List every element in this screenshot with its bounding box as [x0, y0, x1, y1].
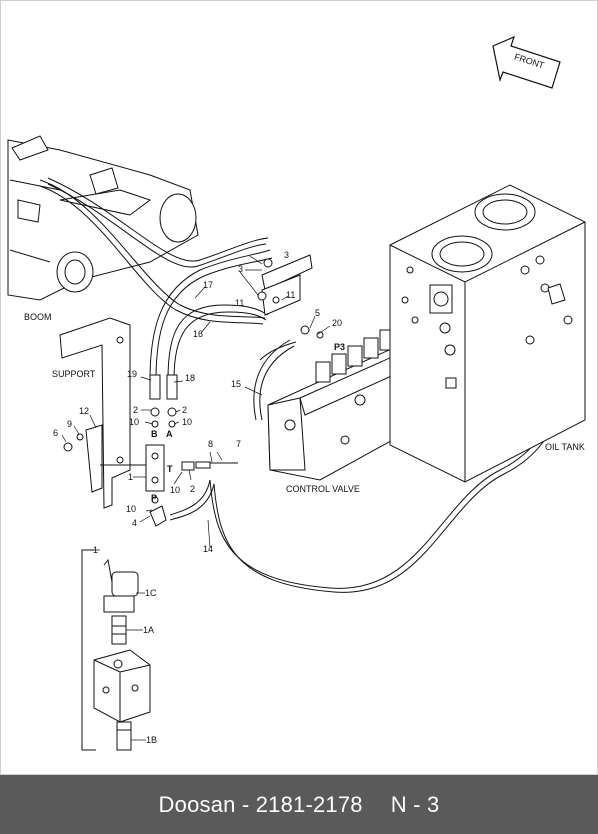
port-labels: B A T P	[151, 429, 173, 503]
leader-lines	[61, 255, 331, 741]
callout-numbers: 1 1 1B 1C 1A 2 2 2 3 3 4 5 6 7 8 9 10 10…	[53, 250, 342, 745]
callout-15: 15	[231, 379, 241, 389]
callout-16: 16	[193, 329, 203, 339]
callout-2-left: 2	[133, 405, 138, 415]
callout-10-right: 10	[182, 417, 192, 427]
support-label: SUPPORT	[52, 369, 96, 379]
callout-14: 14	[203, 544, 213, 554]
control-valve-label: CONTROL VALVE	[286, 484, 360, 494]
boom-hoses	[39, 177, 273, 381]
oil-tank-label: OIL TANK	[545, 442, 585, 452]
footer-page-number: N - 3	[390, 791, 440, 817]
boom-assembly	[7, 135, 199, 301]
callout-5: 5	[315, 308, 320, 318]
callout-1a: 1A	[143, 625, 154, 635]
callout-18: 18	[185, 373, 195, 383]
callout-3-lower: 3	[238, 264, 243, 274]
port-b-label: B	[151, 429, 158, 439]
callout-1b: 1B	[146, 735, 157, 745]
callout-2-right: 2	[182, 405, 187, 415]
port-t-label: T	[167, 464, 173, 474]
port-p-label: P	[151, 493, 157, 503]
oil-tank	[389, 184, 586, 483]
callout-12: 12	[79, 406, 89, 416]
callout-19: 19	[127, 369, 137, 379]
callout-9: 9	[67, 419, 72, 429]
footer-left-text: Doosan - 2181-2178	[158, 791, 363, 817]
callout-8: 8	[208, 439, 213, 449]
hose-bracket	[257, 254, 313, 316]
callout-11-left: 11	[235, 298, 244, 308]
callout-10-left: 10	[129, 417, 139, 427]
solenoid-valve-detail	[93, 558, 151, 751]
footer-bar: Doosan - 2181-2178 N - 3	[0, 775, 598, 834]
callout-17: 17	[203, 280, 213, 290]
inset-box	[81, 549, 96, 751]
callout-1-inset: 1	[93, 545, 98, 555]
callout-3-upper: 3	[284, 250, 289, 260]
callout-6: 6	[53, 428, 58, 438]
callout-11-right: 11	[286, 290, 295, 300]
hydraulic-parts-diagram: FRONT BOOM SUPPORT	[0, 0, 598, 775]
boom-label: BOOM	[24, 312, 52, 322]
callout-20: 20	[332, 318, 342, 328]
callout-2-lower: 2	[190, 484, 195, 494]
callout-10-bottom: 10	[126, 504, 136, 514]
port-a-label: A	[166, 429, 173, 439]
callout-7: 7	[236, 439, 241, 449]
callout-4: 4	[132, 518, 137, 528]
callout-10-lower: 10	[170, 485, 180, 495]
p3-label: P3	[334, 342, 345, 352]
support-frame	[59, 317, 131, 509]
front-arrow: FRONT	[492, 35, 561, 89]
callout-1: 1	[128, 472, 133, 482]
valve-block	[63, 374, 238, 527]
callout-1c: 1C	[145, 588, 157, 598]
